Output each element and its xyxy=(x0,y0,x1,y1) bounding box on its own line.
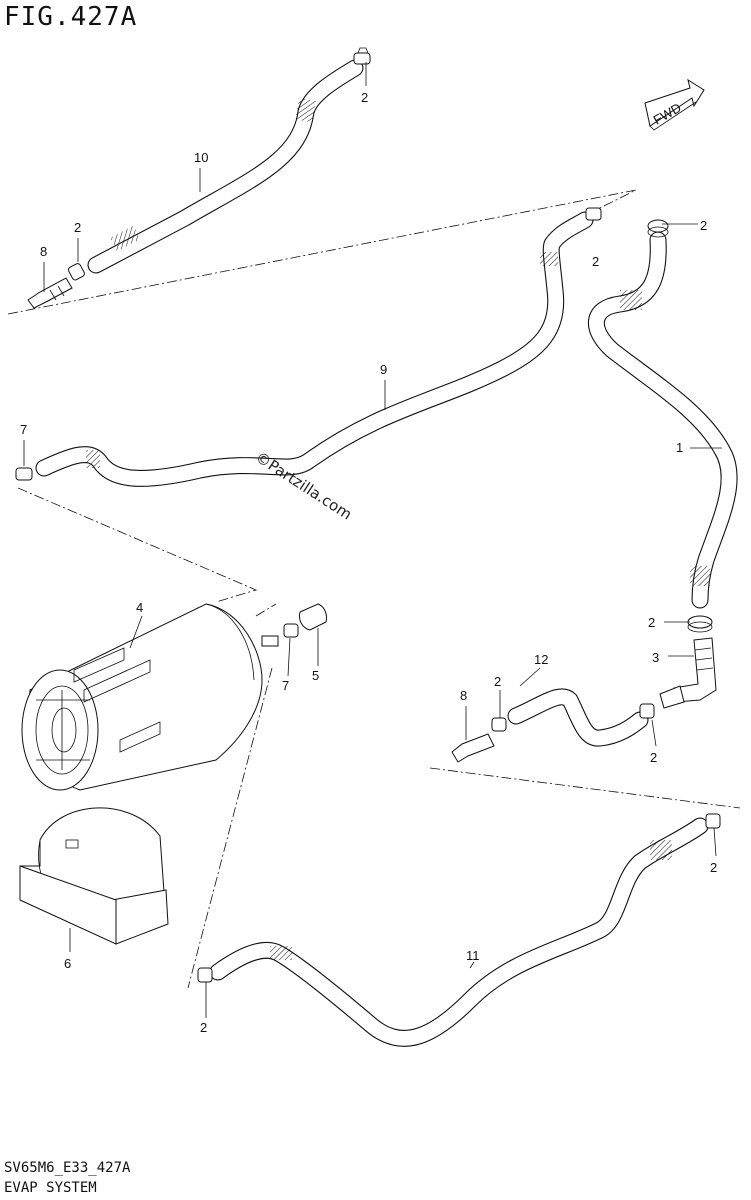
hose-10[interactable] xyxy=(87,59,364,274)
clamp-7-canister[interactable] xyxy=(283,623,299,638)
clamp-11-right[interactable] xyxy=(705,813,721,829)
callout-8: 8 xyxy=(460,688,467,703)
fitting-8-mid[interactable] xyxy=(451,733,495,763)
clamp-7-left[interactable] xyxy=(15,467,33,481)
fitting-8-top[interactable] xyxy=(27,277,73,309)
callout-2: 2 xyxy=(592,254,599,269)
clamp-top-left[interactable] xyxy=(67,263,85,281)
callout-2: 2 xyxy=(200,1020,207,1035)
hose-11[interactable] xyxy=(209,817,709,1047)
clamp-12-right[interactable] xyxy=(639,703,655,719)
fitting-3[interactable] xyxy=(659,637,717,709)
bracket-6[interactable] xyxy=(19,807,169,945)
clamp-1-bottom[interactable] xyxy=(687,615,713,633)
cap-5[interactable] xyxy=(299,603,327,631)
fwd-arrow-icon: FWD xyxy=(644,78,705,131)
callout-4: 4 xyxy=(136,600,143,615)
drawing-code: SV65M6_E33_427A xyxy=(4,1160,131,1176)
callout-2: 2 xyxy=(648,615,655,630)
callout-3: 3 xyxy=(652,650,659,665)
clamp-11-left[interactable] xyxy=(197,967,213,983)
clamp-1-top[interactable] xyxy=(647,219,669,238)
callout-10: 10 xyxy=(194,150,208,165)
hose-9[interactable] xyxy=(35,211,594,487)
hose-1[interactable] xyxy=(588,231,738,609)
callout-2: 2 xyxy=(700,218,707,233)
callout-9: 9 xyxy=(380,362,387,377)
callout-2: 2 xyxy=(361,90,368,105)
callout-1: 1 xyxy=(676,440,683,455)
callout-8: 8 xyxy=(40,244,47,259)
clamp-top-right[interactable] xyxy=(353,47,371,65)
canister-4[interactable] xyxy=(21,603,279,791)
callout-2: 2 xyxy=(74,220,81,235)
figure-caption: EVAP SYSTEM xyxy=(4,1180,97,1196)
callout-7: 7 xyxy=(282,678,289,693)
callout-2: 2 xyxy=(494,674,501,689)
callout-12: 12 xyxy=(534,652,548,667)
callout-11: 11 xyxy=(466,948,480,963)
leader-lines xyxy=(23,62,722,1018)
figure-title: FIG.427A xyxy=(4,2,138,32)
callout-7: 7 xyxy=(20,422,27,437)
clamp-9-right[interactable] xyxy=(585,207,602,221)
callout-2: 2 xyxy=(650,750,657,765)
hose-12[interactable] xyxy=(507,688,649,747)
clamp-12-left[interactable] xyxy=(491,717,507,732)
callout-2: 2 xyxy=(710,860,717,875)
callout-5: 5 xyxy=(312,668,319,683)
callout-6: 6 xyxy=(64,956,71,971)
